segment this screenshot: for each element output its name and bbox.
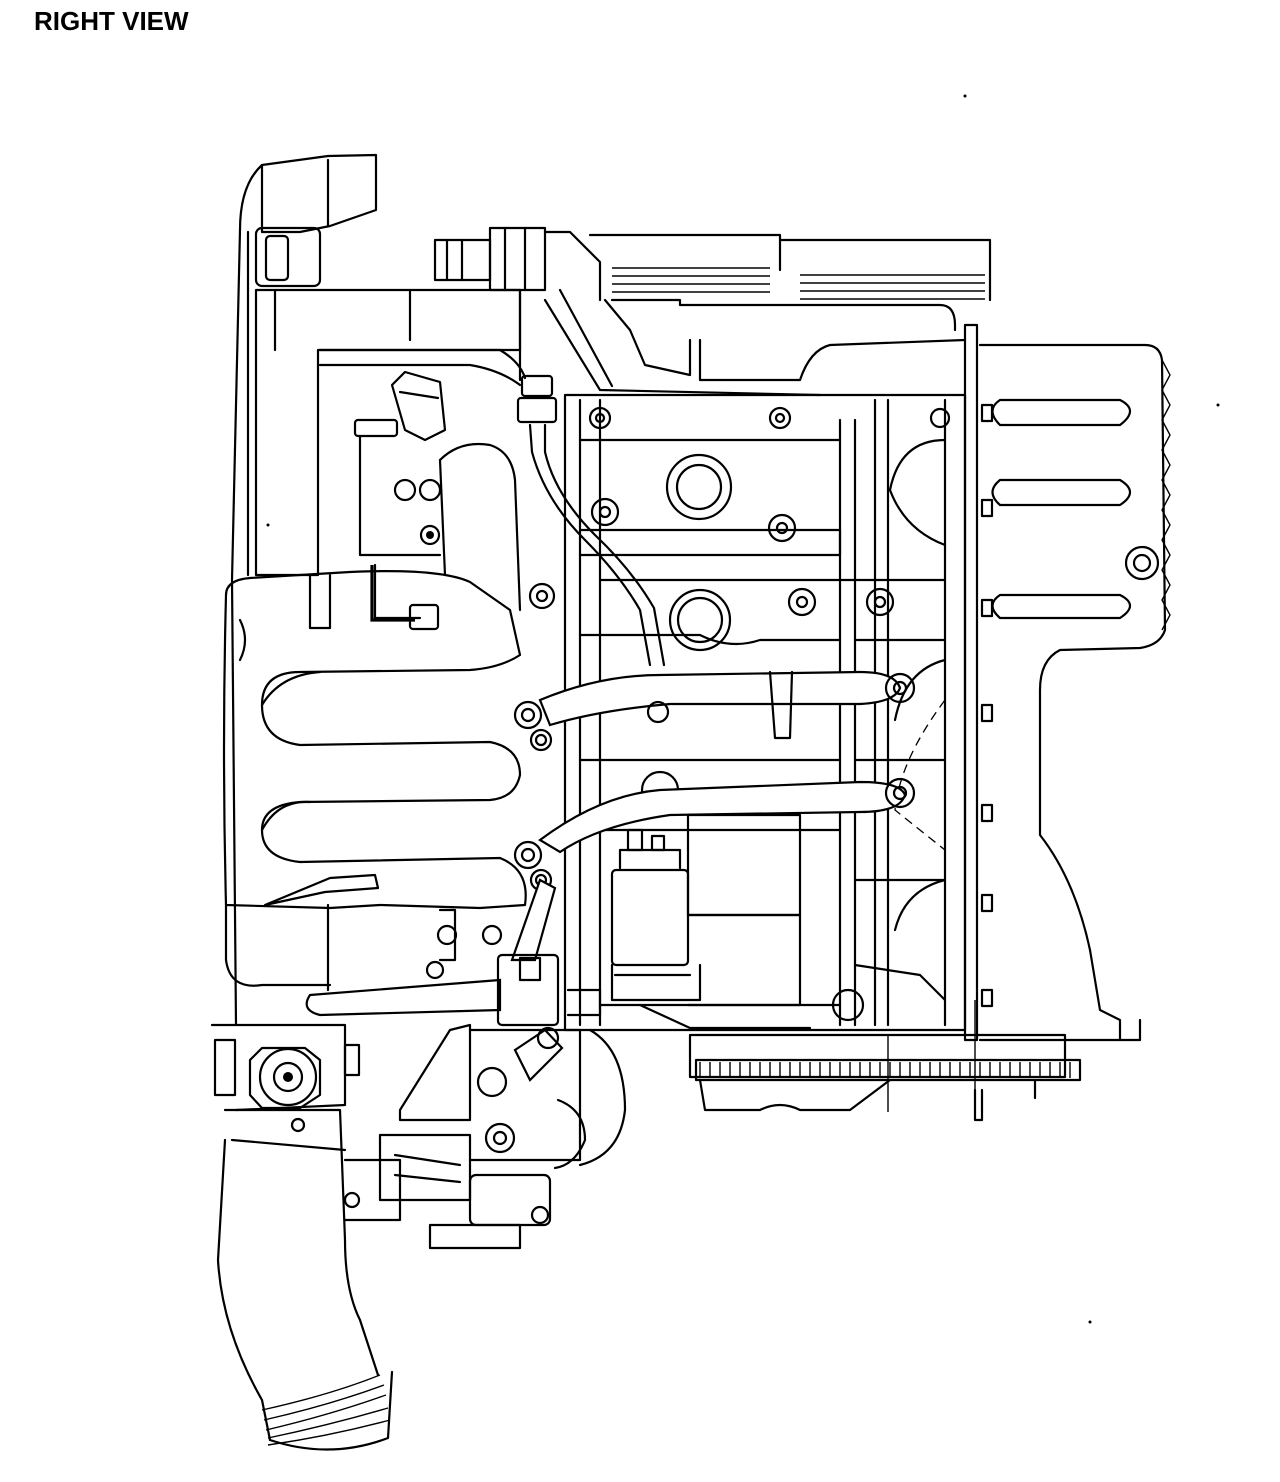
water-outlet <box>343 1023 627 1250</box>
coolant-pipes <box>305 582 916 1027</box>
timing-cover <box>963 323 1171 1042</box>
head-bolt-lugs <box>588 406 951 1022</box>
page-title: RIGHT VIEW <box>34 6 189 36</box>
air-intake-hose <box>216 1108 394 1451</box>
flywheel-oilpan <box>688 1033 1082 1122</box>
scan-specks <box>266 94 1220 1324</box>
cylinder-head <box>563 393 967 1032</box>
top-belt-area <box>318 226 992 424</box>
throttle-neck <box>308 370 522 631</box>
fuel-line <box>528 423 666 667</box>
intake-runners <box>222 570 527 992</box>
starter-motor <box>610 813 812 1030</box>
throttle-body <box>210 1023 361 1133</box>
